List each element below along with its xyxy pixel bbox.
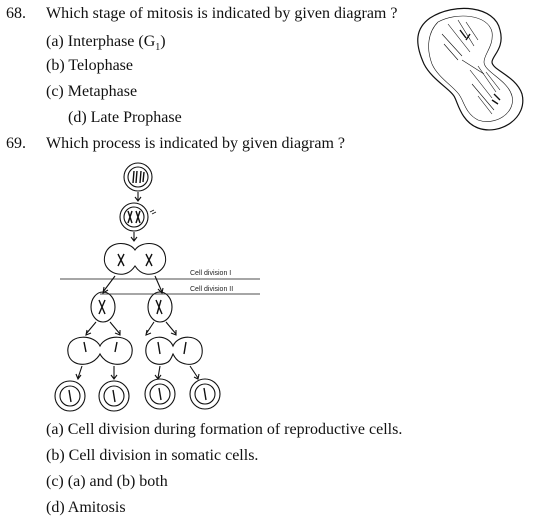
q68-option-b[interactable]: (b) Telophase [46, 57, 133, 74]
q68-number: 68. [6, 5, 26, 22]
q69-option-c[interactable]: (c) (a) and (b) both [46, 473, 168, 490]
label-cell-division-1: Cell division I [190, 270, 232, 277]
q69-option-a[interactable]: (a) Cell division during formation of re… [46, 421, 403, 438]
q68-option-a[interactable]: (a) Interphase (G1) [46, 32, 166, 58]
label-cell-division-2: Cell division II [190, 286, 234, 293]
meiosis-flow-diagram [54, 162, 260, 412]
q68-option-a-suffix: ) [160, 33, 166, 50]
q68-option-d[interactable]: (d) Late Prophase [68, 109, 182, 126]
telophase-cell-diagram [417, 7, 524, 131]
q69-number: 69. [6, 135, 26, 152]
q68-option-a-text: (a) Interphase (G [46, 33, 156, 50]
q68-option-a-subscript: 1 [155, 42, 161, 54]
q69-option-d[interactable]: (d) Amitosis [46, 499, 126, 516]
q69-option-b[interactable]: (b) Cell division in somatic cells. [46, 447, 259, 464]
q68-option-c[interactable]: (c) Metaphase [46, 83, 138, 100]
q68-question: Which stage of mitosis is indicated by g… [46, 5, 398, 22]
q69-question: Which process is indicated by given diag… [46, 135, 346, 152]
